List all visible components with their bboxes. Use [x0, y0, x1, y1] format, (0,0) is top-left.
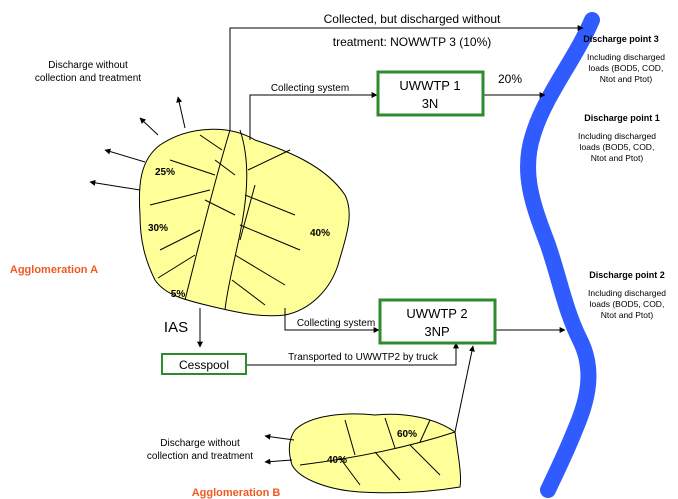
- discharge-point-3-title: Discharge point 3: [583, 34, 659, 44]
- discharge-point-1-line2: loads (BOD5, COD,: [580, 142, 655, 152]
- uwwtp1-type: 3N: [422, 96, 439, 111]
- discharge-point-3-line3: Ntot and Ptot): [600, 74, 653, 84]
- agglomeration-a-leaf: [139, 129, 349, 315]
- uwwtp2-name: UWWTP 2: [406, 306, 467, 321]
- uwwtp1-name: UWWTP 1: [399, 78, 460, 93]
- agg-b-discharge-line1: Discharge without: [160, 438, 240, 449]
- agg-a-section-30: 30%: [148, 223, 168, 234]
- agg-b-section-40: 40%: [327, 455, 347, 466]
- agg-b-discharge-line2: collection and treatment: [147, 451, 253, 462]
- agg-a-section-25: 25%: [155, 167, 175, 178]
- discharge-point-1-line3: Ntot and Ptot): [591, 153, 644, 163]
- cesspool-label: Cesspool: [179, 358, 229, 372]
- discharge-point-1-title: Discharge point 1: [584, 113, 660, 123]
- agg-a-section-5: 5%: [171, 289, 186, 300]
- top-flow-line1: Collected, but discharged without: [324, 12, 501, 26]
- discharge-point-1-line1: Including discharged: [578, 131, 656, 141]
- discharge-point-3-line2: loads (BOD5, COD,: [589, 63, 664, 73]
- uwwtp1-share: 20%: [498, 72, 522, 86]
- agg-b-section-60: 60%: [397, 429, 417, 440]
- uwwtp2-flow-label: Collecting system: [297, 318, 375, 329]
- uwwtp1-flow-label: Collecting system: [271, 83, 349, 94]
- discharge-point-2: Discharge point 2 Including discharged l…: [588, 270, 666, 320]
- truck-transport-label: Transported to UWWTP2 by truck: [288, 352, 439, 363]
- top-flow-line2: treatment: NOWWTP 3 (10%): [333, 35, 491, 49]
- agg-a-section-40: 40%: [310, 228, 330, 239]
- discharge-point-3: Discharge point 3 Including discharged l…: [583, 34, 665, 84]
- discharge-point-2-line1: Including discharged: [588, 288, 666, 298]
- agglomeration-b-label: Agglomeration B: [192, 487, 281, 499]
- agglomeration-b-leaf: [289, 414, 460, 493]
- discharge-point-3-line1: Including discharged: [587, 52, 665, 62]
- discharge-point-2-line2: loads (BOD5, COD,: [590, 299, 665, 309]
- agg-a-discharge-line2: collection and treatment: [35, 73, 141, 84]
- agg-a-discharge-line1: Discharge without: [48, 60, 128, 71]
- discharge-point-1: Discharge point 1 Including discharged l…: [578, 113, 660, 163]
- agglomeration-a-label: Agglomeration A: [10, 264, 98, 276]
- river: [528, 20, 592, 490]
- discharge-point-2-line3: Ntot and Ptot): [601, 310, 654, 320]
- uwwtp2-type: 3NP: [424, 324, 449, 339]
- discharge-point-2-title: Discharge point 2: [589, 270, 665, 280]
- ias-label: IAS: [164, 319, 188, 336]
